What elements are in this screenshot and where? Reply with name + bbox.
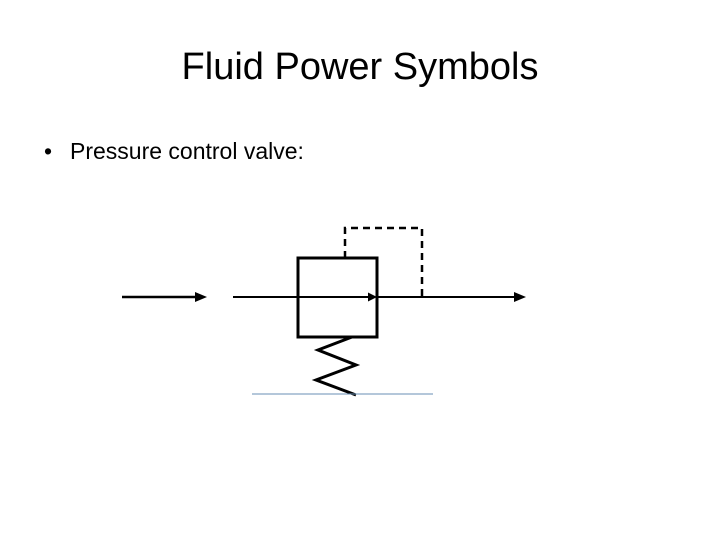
spring-symbol: [311, 335, 361, 397]
slide-title: Fluid Power Symbols: [181, 46, 539, 88]
flow-arrowhead: [368, 292, 377, 302]
bullet-text: Pressure control valve:: [70, 138, 304, 164]
bullet-item: • Pressure control valve:: [44, 134, 304, 168]
inlet-arrowhead: [195, 292, 207, 302]
outlet-arrowhead: [514, 292, 526, 302]
bullet-marker: •: [44, 138, 53, 164]
pilot-line-dashed: [343, 226, 424, 297]
